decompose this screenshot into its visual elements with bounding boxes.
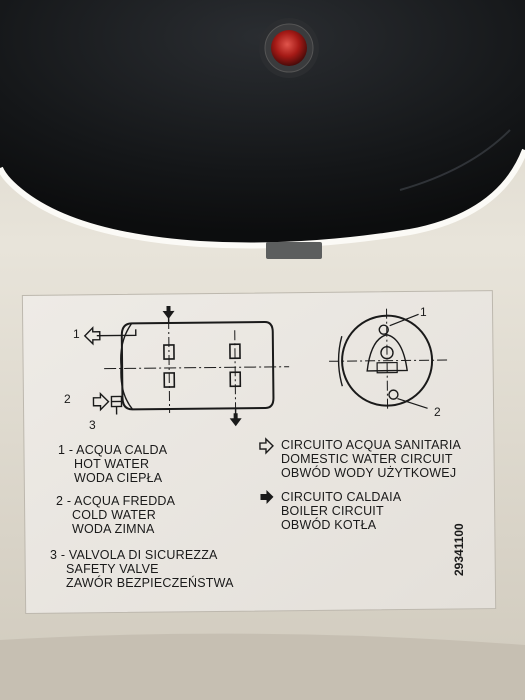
- legend-line: OBWÓD KOTŁA: [281, 518, 377, 532]
- legend-line: CIRCUITO ACQUA SANITARIA: [281, 438, 462, 452]
- cold-water-arrow-icon: [92, 392, 110, 412]
- window-reflection: [399, 129, 511, 191]
- diagram-number-cold: 2: [64, 392, 71, 406]
- legend-line: COLD WATER: [72, 508, 156, 522]
- legend-line: 1 - ACQUA CALDA: [58, 443, 168, 457]
- boiler-out-arrow-icon: [229, 413, 242, 427]
- boiler-in-arrow-icon: [162, 305, 175, 319]
- hollow-arrow-icon: [259, 437, 274, 455]
- indicator-light: [271, 30, 307, 66]
- hot-water-arrow-icon: [83, 326, 101, 346]
- legend-line: CIRCUITO CALDAIA: [281, 490, 402, 504]
- legend-line: BOILER CIRCUIT: [281, 504, 384, 518]
- body-shadow-bottom: [0, 633, 525, 700]
- diagram-number-hot: 1: [73, 327, 80, 341]
- legend-line: HOT WATER: [74, 457, 150, 471]
- legend-line: OBWÓD WODY UŻYTKOWEJ: [281, 466, 457, 480]
- diagram-number-side-bottom: 2: [434, 405, 441, 419]
- legend-line: 3 - VALVOLA DI SICUREZZA: [50, 548, 218, 562]
- tank-body: [120, 320, 275, 411]
- solid-arrow-icon: [260, 489, 274, 504]
- legend-line: WODA ZIMNA: [72, 522, 155, 536]
- diagram-number-side-top: 1: [420, 305, 427, 319]
- serial-number: 29341100: [452, 523, 466, 576]
- legend-line: 2 - ACQUA FREDDA: [56, 494, 176, 508]
- side-view-diagram: [329, 308, 448, 411]
- tank-end-cap: [120, 322, 134, 410]
- legend-line: DOMESTIC WATER CIRCUIT: [281, 452, 453, 466]
- diagram-number-valve: 3: [89, 418, 96, 432]
- window-clip: [266, 242, 322, 259]
- dark-window: [0, 0, 525, 246]
- legend-line: SAFETY VALVE: [66, 562, 159, 576]
- legend-line: WODA CIEPŁA: [74, 471, 163, 485]
- window-rim: [0, 148, 525, 249]
- legend-line: ZAWÓR BEZPIECZEŃSTWA: [66, 576, 234, 590]
